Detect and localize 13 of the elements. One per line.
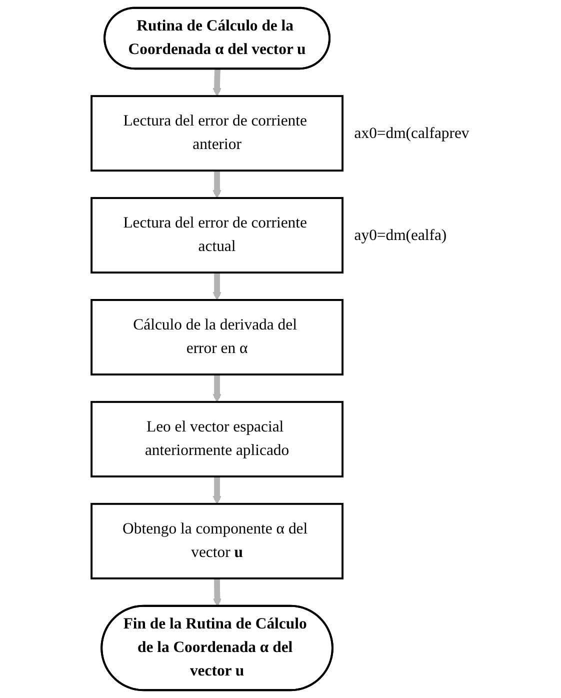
arrow (212, 578, 222, 607)
node-box: Lectura del error de corriente anterior (90, 95, 344, 172)
arrow (212, 374, 222, 402)
arrow (212, 68, 222, 96)
arrow (212, 476, 222, 504)
node-box: Leo el vector espacial anteriormente aplicado (90, 400, 344, 478)
side-note: ay0=dm(ealfa) (354, 227, 447, 244)
node-box: Obtengo la componente α del vector u (90, 502, 344, 580)
node-box: Lectura del error de corriente actual (90, 197, 344, 274)
arrow (212, 272, 222, 300)
side-note: ax0=dm(calfaprev (354, 125, 470, 142)
node-box: Cálculo de la derivada del error en α (90, 299, 344, 376)
arrow (212, 170, 222, 198)
